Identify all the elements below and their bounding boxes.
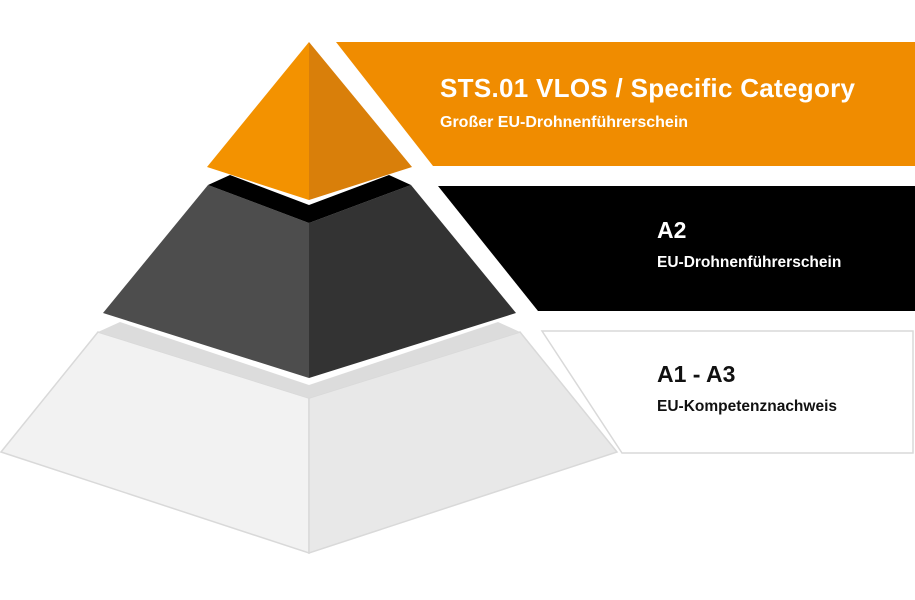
tier-middle-title: A2 [657,217,687,243]
tier-top-title: STS.01 VLOS / Specific Category [440,73,856,103]
tier-middle-top-band [208,175,411,223]
banner-middle [438,186,915,311]
tier-middle-text: A2 EU-Drohnenführerschein [657,217,841,272]
tier-top-right-face [309,42,412,200]
tier-bottom-text: A1 - A3 EU-Kompetenznachweis [657,361,837,416]
tier-top-text: STS.01 VLOS / Specific Category Großer E… [440,73,855,132]
tier-top-subtitle: Großer EU-Drohnenführerschein [440,114,689,131]
tier-middle-left-face [103,185,309,378]
tier-middle-right-face [309,185,516,378]
tier-bottom-top-band [98,322,520,398]
tier-bottom-subtitle: EU-Kompetenznachweis [657,398,838,415]
tier-bottom-left-face [0,331,310,555]
tier-middle-subtitle: EU-Drohnenführerschein [657,254,842,271]
tier-bottom-title: A1 - A3 [657,361,736,387]
banner-bottom [540,330,914,454]
tier-top-left-face [207,42,309,200]
banner-top [336,42,915,166]
